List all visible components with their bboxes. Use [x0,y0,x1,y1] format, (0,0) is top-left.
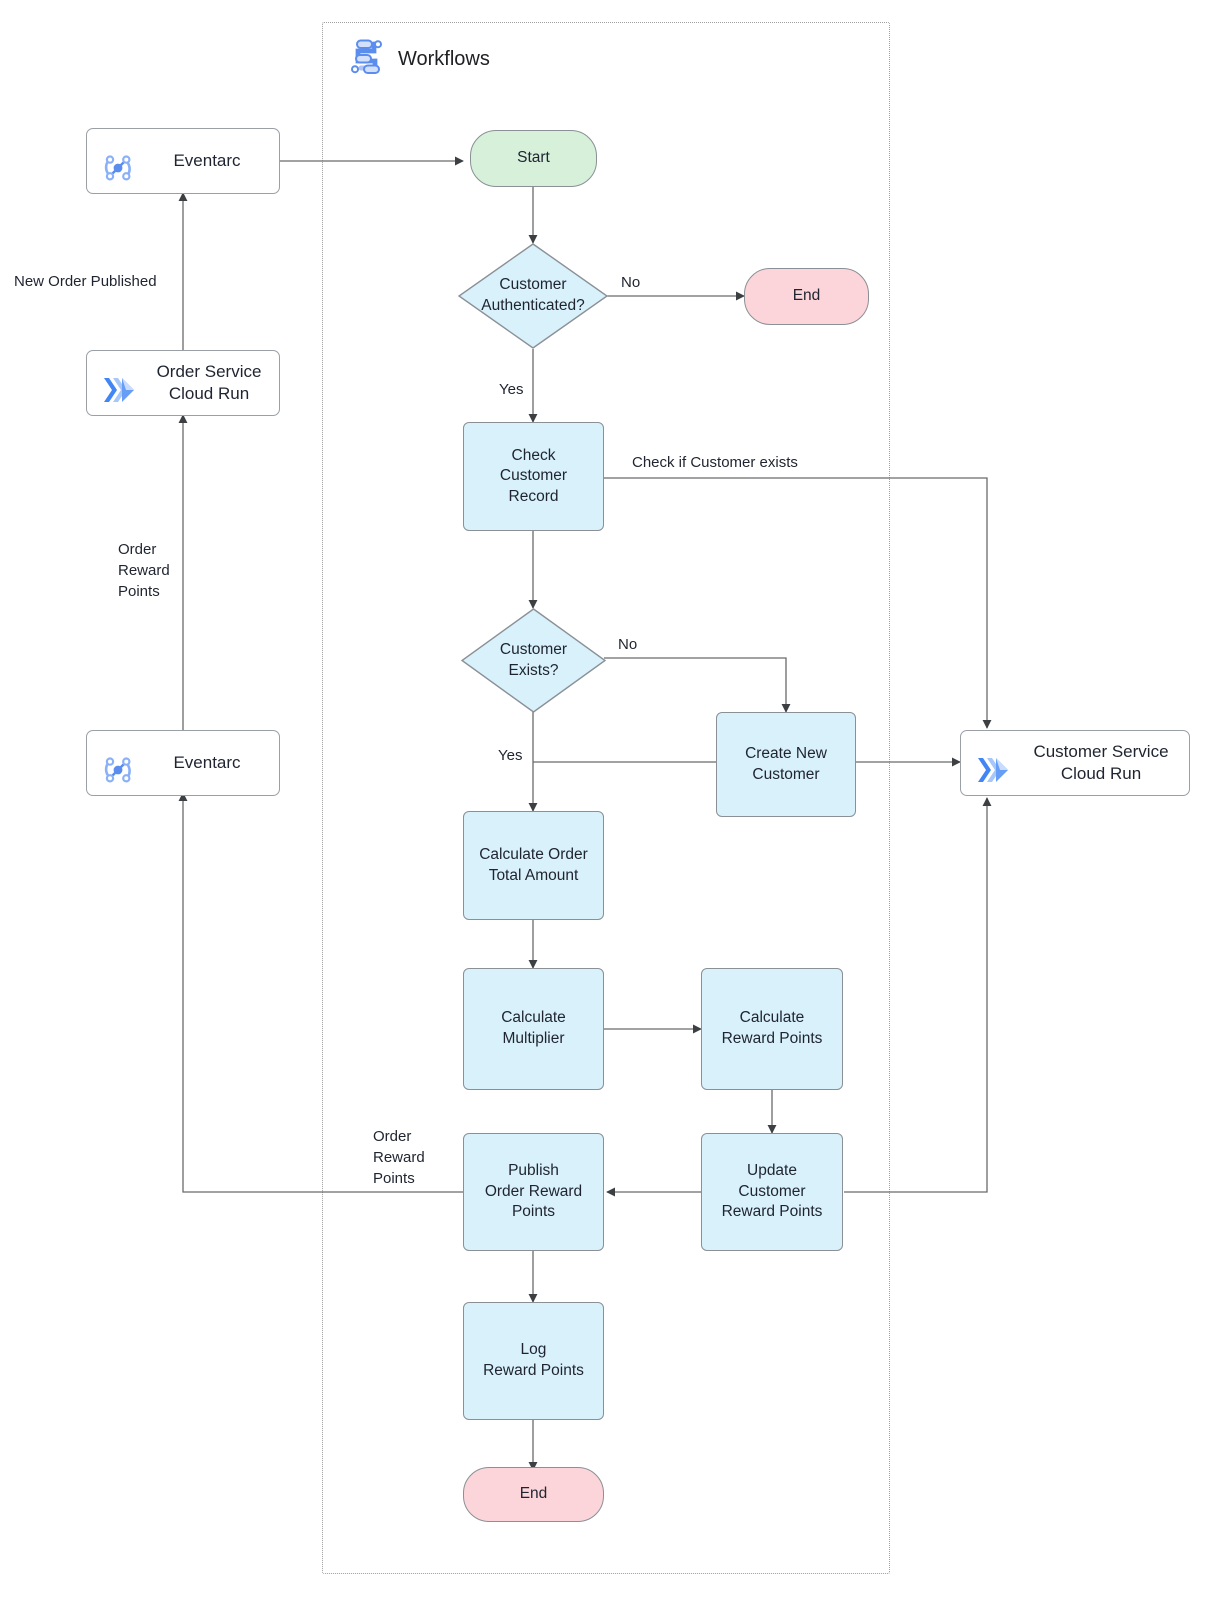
edge-label-exists-no: No [618,636,638,653]
service-eventarc-top[interactable]: Eventarc [86,128,280,194]
edge-label-auth-no: No [621,274,641,291]
edge-label-order-reward-points-left: Order Reward Points [118,541,170,600]
diamond-shape [461,608,606,713]
node-label: Customer Exists? [499,640,568,679]
edge-label-check-if-customer-exists: Check if Customer exists [632,454,798,471]
service-label: Order Service Cloud Run [156,361,262,403]
node-start[interactable]: Start [470,130,597,187]
diamond-shape [458,243,608,349]
edge-label-order-reward-points-mid: Order Reward Points [373,1128,425,1187]
node-customer-authenticated[interactable]: Customer Authenticated? [458,243,608,349]
node-label: Customer Authenticated? [481,276,585,314]
service-label: Eventarc [173,752,241,772]
node-publish-order-reward-points[interactable]: Publish Order Reward Points [463,1133,604,1251]
service-order-service-cloud-run[interactable]: Order Service Cloud Run [86,350,280,416]
node-calculate-order-total[interactable]: Calculate Order Total Amount [463,811,604,920]
node-log-reward-points[interactable]: Log Reward Points [463,1302,604,1420]
node-calculate-multiplier[interactable]: Calculate Multiplier [463,968,604,1090]
node-end-final[interactable]: End [463,1467,604,1522]
edge-label-new-order-published: New Order Published [14,273,157,290]
service-eventarc-bottom[interactable]: Eventarc [86,730,280,796]
node-end-no-auth[interactable]: End [744,268,869,325]
service-label: Customer Service Cloud Run [1033,741,1169,783]
node-check-customer-record[interactable]: Check Customer Record [463,422,604,531]
cloud-run-icon [101,354,139,411]
node-create-new-customer[interactable]: Create New Customer [716,712,856,817]
node-calculate-reward-points[interactable]: Calculate Reward Points [701,968,843,1090]
cloud-run-icon [975,734,1013,791]
edge-label-exists-yes: Yes [498,747,523,764]
service-label: Eventarc [173,150,241,170]
service-customer-service-cloud-run[interactable]: Customer Service Cloud Run [960,730,1190,796]
workflows-icon [348,36,386,82]
eventarc-icon [101,130,135,191]
eventarc-icon [101,732,135,793]
workflows-title-label: Workflows [398,47,490,70]
node-customer-exists[interactable]: Customer Exists? [461,608,606,713]
edge-label-auth-yes: Yes [499,381,524,398]
node-update-customer-reward-points[interactable]: Update Customer Reward Points [701,1133,843,1251]
workflows-container-title: Workflows [348,36,490,82]
